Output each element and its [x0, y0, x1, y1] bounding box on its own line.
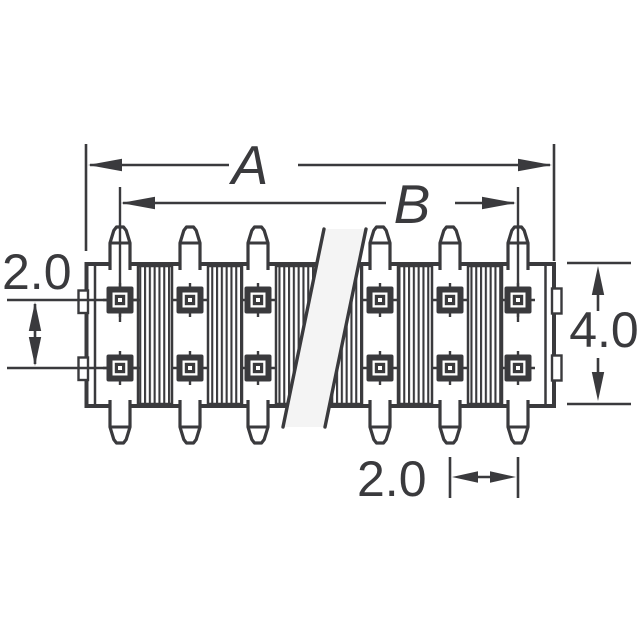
hatch-band — [466, 264, 504, 406]
solder-pad — [101, 281, 139, 319]
solder-pad — [499, 281, 537, 319]
right-tab — [550, 354, 563, 382]
break-line-left — [281, 227, 326, 429]
dimension-row-pitch: 2.0 — [2, 244, 72, 366]
dimension-b: B — [121, 173, 516, 235]
dim-row-pitch-label: 2.0 — [2, 244, 72, 300]
pin — [438, 398, 462, 445]
arrowhead-down — [591, 372, 605, 401]
left-tab — [77, 289, 90, 315]
arrowhead-left — [88, 158, 122, 172]
pin — [506, 398, 530, 445]
arrowhead-right — [482, 196, 516, 210]
solder-pad — [431, 281, 469, 319]
dim-body-height-label: 4.0 — [569, 302, 639, 358]
pin — [438, 225, 462, 272]
arrowhead-right — [490, 471, 516, 483]
pin — [368, 398, 392, 445]
break-band — [281, 227, 368, 429]
pin — [368, 225, 392, 272]
hatch-band — [206, 264, 244, 406]
hatch-band — [396, 264, 434, 406]
solder-pad — [361, 281, 399, 319]
dimension-body-height: 4.0 — [567, 261, 639, 406]
break-line-right — [323, 227, 368, 429]
solder-pad — [239, 349, 277, 387]
connector-body — [7, 187, 563, 445]
dimension-a: A — [84, 134, 556, 261]
arrowhead-left — [452, 471, 478, 483]
pin — [246, 225, 270, 272]
arrowhead-left — [121, 196, 155, 210]
solder-pad — [361, 349, 399, 387]
pin — [178, 398, 202, 445]
dim-a-label: A — [229, 134, 269, 196]
pin — [108, 398, 132, 445]
pin — [246, 398, 270, 445]
pin — [178, 225, 202, 272]
arrowhead-right — [518, 158, 552, 172]
solder-pad — [101, 349, 139, 387]
hatch-bands — [136, 264, 504, 406]
solder-pad — [239, 281, 277, 319]
dim-pin-pitch-label: 2.0 — [357, 451, 427, 507]
solder-pad — [171, 349, 209, 387]
solder-pad — [431, 349, 469, 387]
dim-b-label: B — [394, 173, 431, 235]
hatch-band — [136, 264, 174, 406]
right-tab — [550, 287, 563, 315]
dimension-pin-pitch: 2.0 — [357, 451, 520, 507]
solder-pad — [171, 281, 209, 319]
arrowhead-down — [28, 337, 42, 366]
arrowhead-up — [591, 266, 605, 295]
arrowhead-up — [28, 302, 42, 331]
solder-pad — [499, 349, 537, 387]
right-end-cap — [544, 266, 563, 404]
